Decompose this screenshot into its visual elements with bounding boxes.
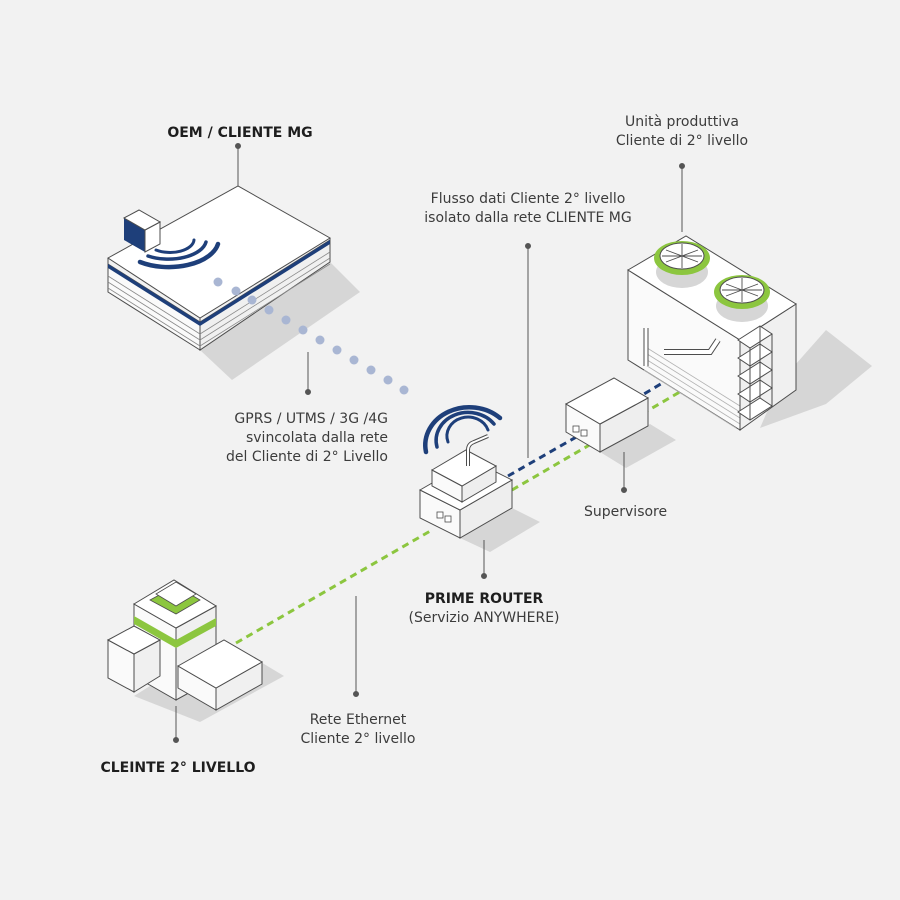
cooling-tower-icon — [627, 235, 872, 431]
wireless-label: GPRS / UTMS / 3G /4G svincolata dalla re… — [196, 410, 388, 467]
ethernet-line1: Rete Ethernet — [309, 712, 407, 728]
leader-lines — [173, 143, 685, 743]
production-unit-line1: Unità produttiva — [625, 114, 739, 130]
wireless-line3: del Cliente di 2° Livello — [226, 449, 388, 465]
supervisor-text: Supervisore — [584, 504, 668, 520]
router-title: PRIME ROUTER — [424, 591, 544, 607]
supervisor-box-icon — [564, 377, 676, 468]
ethernet-link — [235, 384, 691, 645]
ethernet-line2: Cliente 2° livello — [300, 731, 416, 747]
ethernet-label: Rete Ethernet Cliente 2° livello — [290, 711, 426, 749]
wireless-line1: GPRS / UTMS / 3G /4G — [234, 411, 388, 427]
wireless-line2: svincolata dalla rete — [245, 430, 388, 446]
supervisor-label: Supervisore — [584, 503, 667, 522]
client-buildings-icon — [106, 579, 284, 722]
data-flow-line1: Flusso dati Cliente 2° livello — [430, 191, 626, 207]
router-wifi-icon — [423, 405, 503, 455]
router-icon — [418, 434, 540, 552]
wifi-icon — [137, 238, 221, 270]
office-building-icon — [107, 185, 360, 380]
data-flow-label: Flusso dati Cliente 2° livello isolato d… — [410, 190, 646, 228]
oem-label: OEM / CLIENTE MG — [150, 124, 330, 143]
production-unit-label: Unità produttiva Cliente di 2° livello — [590, 113, 774, 151]
data-flow-line2: isolato dalla rete CLIENTE MG — [424, 210, 632, 226]
oem-title: OEM / CLIENTE MG — [167, 125, 313, 141]
client-title: CLEINTE 2° LIVELLO — [100, 760, 256, 776]
client-label: CLEINTE 2° LIVELLO — [90, 759, 266, 778]
router-label: PRIME ROUTER (Servizio ANYWHERE) — [394, 590, 574, 628]
production-unit-line2: Cliente di 2° livello — [615, 133, 749, 149]
wireless-link — [213, 277, 409, 395]
router-subtitle: (Servizio ANYWHERE) — [408, 610, 560, 626]
